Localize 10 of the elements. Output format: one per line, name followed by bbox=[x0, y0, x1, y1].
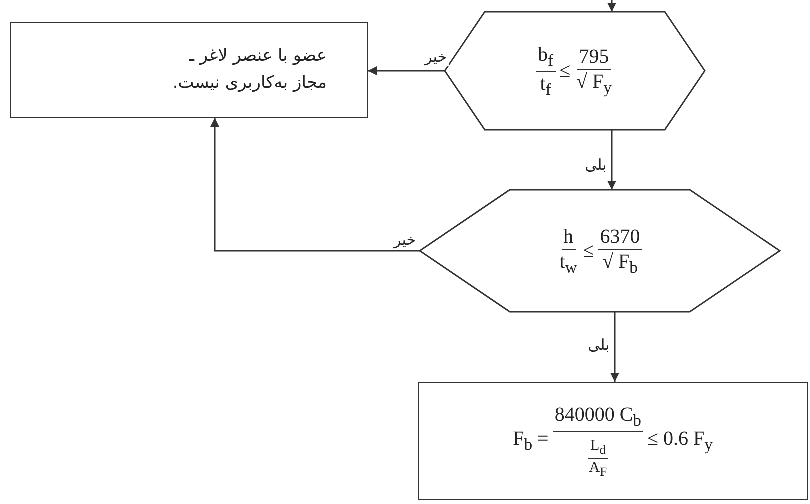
arrow bbox=[608, 0, 616, 12]
process-box: عضو با عنصر لاغر ـ مجاز به‌کاربری نیست. bbox=[10, 22, 368, 118]
arrow bbox=[210, 118, 420, 252]
process-box bbox=[418, 382, 808, 500]
formula: F$_{b}$ = 840000 C$_{b}$ L$_{d}$ A$_{F}$ ≤ 0.6 F$_{y}$ bbox=[513, 402, 713, 480]
arrow bbox=[608, 130, 616, 190]
arrow bbox=[610, 312, 620, 382]
decision-hexagon bbox=[445, 12, 705, 130]
decision-hexagon bbox=[420, 190, 780, 312]
arrow bbox=[368, 66, 445, 76]
